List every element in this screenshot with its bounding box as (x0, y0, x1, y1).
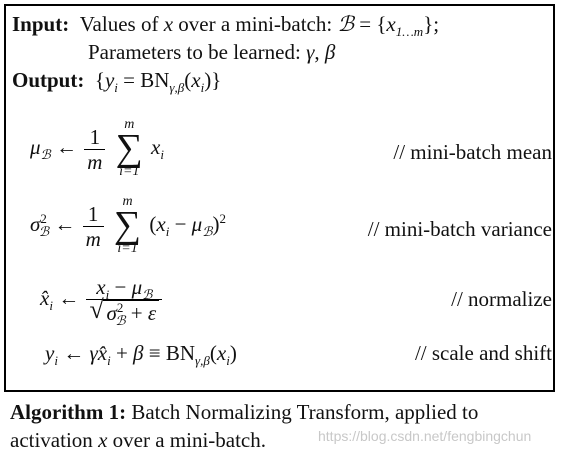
watermark: https://blog.csdn.net/fengbingchun (318, 428, 532, 444)
params-line: Parameters to be learned: γ, β (88, 40, 335, 65)
comment-normalize: // normalize (451, 287, 552, 311)
equation-scale-shift: yi ← γx̂i + β ≡ BNγ,β(xi) (45, 341, 237, 369)
output-text: {yi = BNγ,β(xi)} (89, 68, 222, 96)
comment-mean: // mini-batch mean (393, 140, 552, 164)
comment-scale-shift: // scale and shift (414, 341, 552, 365)
algorithm-caption: Algorithm 1: Batch Normalizing Transform… (10, 398, 555, 454)
equation-normalize: x̂i ← xi − μℬ √σ2ℬ + ε (40, 275, 164, 328)
params-text: Parameters to be learned: γ, β (88, 40, 336, 64)
input-text: Values of x over a mini-batch: ℬ = {x1…m… (74, 12, 440, 40)
algorithm-box (4, 4, 555, 392)
output-label: Output: (12, 68, 85, 92)
output-line: Output: {yi = BNγ,β(xi)} (12, 68, 222, 96)
input-label: Input: (12, 12, 70, 36)
input-line: Input: Values of x over a mini-batch: ℬ … (12, 12, 440, 40)
comment-variance: // mini-batch variance (367, 217, 552, 241)
caption-text: Batch Normalizing Transform, applied to … (10, 400, 479, 452)
caption-label: Algorithm 1: (10, 400, 127, 424)
